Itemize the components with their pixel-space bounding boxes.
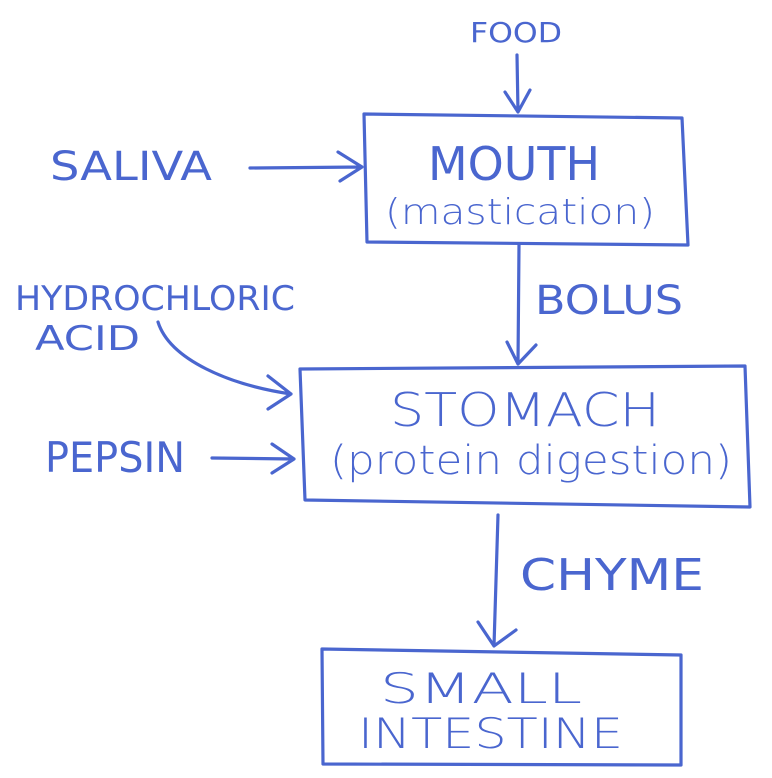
stomach-subtitle: (protein digestion) — [330, 438, 732, 484]
mouth-box — [362, 112, 690, 247]
small-intestine-line2: INTESTINE — [358, 709, 623, 758]
bolus-arrow — [505, 243, 538, 366]
chyme-arrow — [476, 513, 518, 648]
saliva-arrow — [248, 150, 364, 183]
food-label: FOOD — [470, 16, 562, 49]
saliva-label: SALIVA — [50, 144, 213, 190]
stomach-title: STOMACH — [390, 383, 660, 437]
food-arrow — [503, 53, 532, 114]
pepsin-label: PEPSIN — [45, 433, 185, 482]
mouth-title: MOUTH — [428, 137, 600, 191]
mouth-subtitle: (mastication) — [385, 192, 655, 233]
pepsin-arrow — [210, 442, 296, 475]
small-intestine-box — [320, 647, 683, 767]
small-intestine-line1: SMALL — [380, 664, 582, 713]
acid-label: ACID — [35, 319, 140, 359]
hydrochloric-label: HYDROCHLORIC — [15, 279, 295, 319]
stomach-box — [298, 364, 752, 509]
chyme-label: CHYME — [520, 550, 704, 601]
hcl-arrow — [156, 320, 293, 411]
bolus-label: BOLUS — [535, 278, 683, 324]
